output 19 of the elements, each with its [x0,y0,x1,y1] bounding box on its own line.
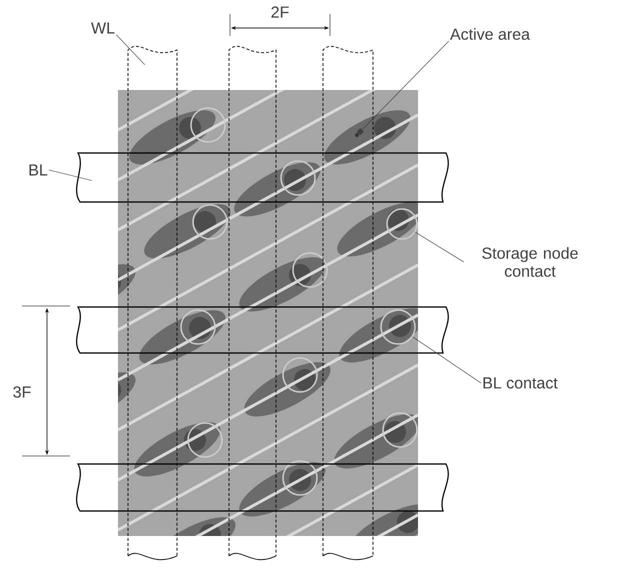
callout-label: BL contact [484,377,558,389]
word-line-strip [128,46,178,560]
leader-line [48,170,92,181]
callout-label: Storage node contact [482,247,578,277]
bit-line-strip [76,463,449,512]
callout-label: Active area [450,28,530,40]
leader-line [415,232,464,262]
bit-line-strip [76,306,449,354]
callout-label: WL [91,22,114,34]
leader-line [116,34,146,66]
word-line-strip [228,46,276,560]
dimension-label: 3F [13,386,31,398]
bit-line-strip [76,152,449,203]
callout-label: BL [30,164,48,176]
contact-spot [386,208,418,240]
leader-line [356,40,450,136]
leader-line [412,336,482,384]
dimension-label: 2F [271,6,289,18]
word-line-strip [322,46,374,560]
